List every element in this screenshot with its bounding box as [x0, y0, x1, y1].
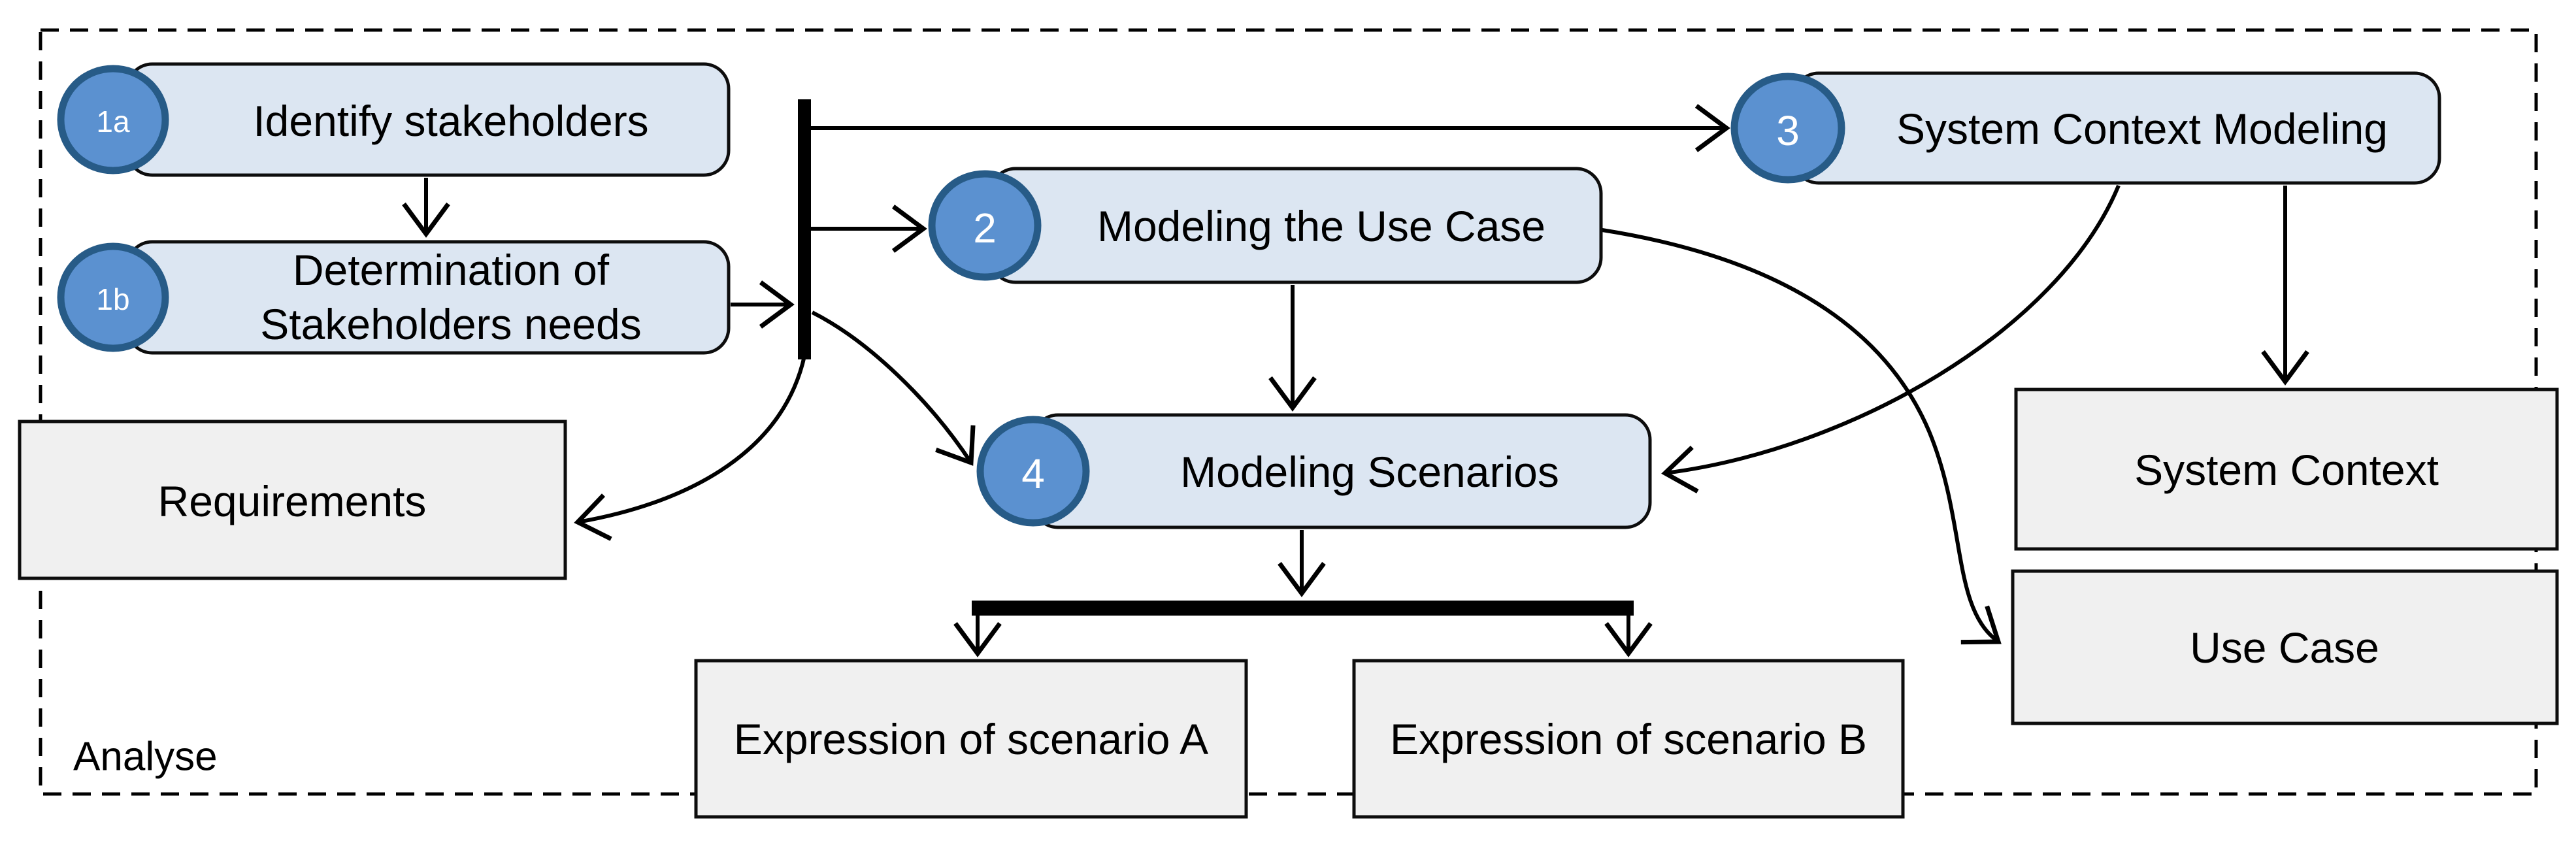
- artifact-system-context-box: [2014, 388, 2559, 551]
- analyse-region-border: [39, 28, 2538, 796]
- step-3-number: 3: [1776, 107, 1800, 154]
- step-4-label: Modeling Scenarios: [1180, 448, 1559, 496]
- artifact-expression-a: Expression of scenario A: [694, 659, 1248, 819]
- step-3-label: System Context Modeling: [1896, 105, 2388, 153]
- step-1b-number: 1b: [96, 282, 129, 316]
- step-1a-label: Identify stakeholders: [253, 97, 648, 145]
- step-1b-label-line1: Determination of: [293, 246, 610, 294]
- edge-fork-to-step4: [811, 310, 976, 466]
- artifact-expression-a-box: [694, 659, 1248, 819]
- step-4-number-badge: [976, 416, 1090, 527]
- step-1a: 1a Identify stakeholders: [57, 62, 731, 177]
- step-3-number-badge: [1730, 73, 1845, 184]
- fork-bar: [798, 99, 811, 359]
- artifact-system-context: System Context: [2014, 388, 2559, 551]
- artifact-system-context-label: System Context: [2134, 446, 2439, 494]
- step-2: 2 Modeling the Use Case: [928, 167, 1603, 284]
- edge-step3-to-step4: [1661, 184, 2121, 493]
- step-3: 3 System Context Modeling: [1730, 71, 2441, 185]
- artifact-requirements: Requirements: [18, 420, 567, 580]
- analyse-region-label: Analyse: [73, 735, 218, 780]
- artifact-expression-b-box: [1352, 659, 1905, 819]
- step-1b-label-line2: Stakeholders needs: [260, 300, 641, 348]
- step-4-number: 4: [1021, 450, 1045, 497]
- step-1a-number: 1a: [96, 105, 130, 139]
- step-1b-number-badge: [57, 242, 169, 352]
- artifact-expression-b-label: Expression of scenario B: [1390, 715, 1867, 763]
- artifact-use-case-box: [2011, 569, 2559, 725]
- edge-fork-to-requirements: [574, 355, 806, 541]
- step-2-number-badge: [928, 170, 1042, 281]
- artifact-use-case: Use Case: [2011, 569, 2559, 725]
- artifact-use-case-label: Use Case: [2190, 623, 2379, 672]
- artifact-expression-a-label: Expression of scenario A: [734, 715, 1208, 763]
- step-2-number: 2: [973, 205, 997, 252]
- step-1b: 1b Determination of Stakeholders needs: [57, 240, 731, 355]
- artifact-requirements-box: [18, 420, 567, 580]
- edge-step2-to-use-case: [1602, 228, 2002, 645]
- step-4: 4 Modeling Scenarios: [976, 413, 1652, 529]
- artifact-requirements-label: Requirements: [158, 477, 427, 525]
- artifact-expression-b: Expression of scenario B: [1352, 659, 1905, 819]
- step-1a-number-badge: [57, 65, 169, 174]
- join-bar: [972, 601, 1634, 616]
- step-2-label: Modeling the Use Case: [1097, 202, 1545, 250]
